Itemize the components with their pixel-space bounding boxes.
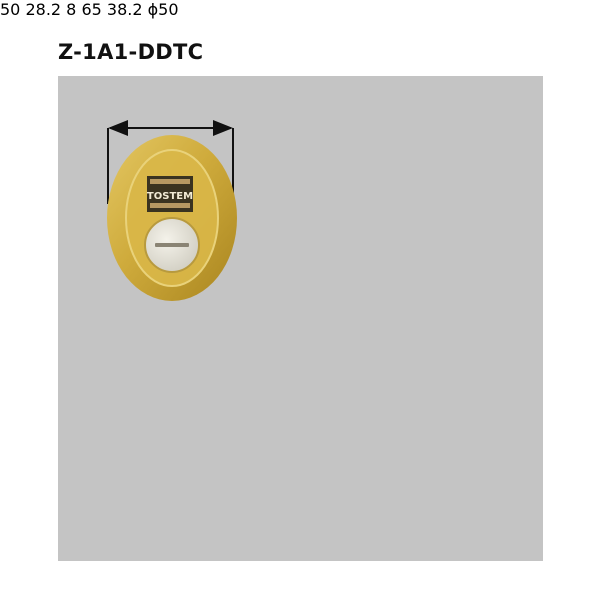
keyhole-slot-icon (155, 243, 189, 247)
dim-side-depth-top: 28.2 (25, 0, 62, 19)
dim-height: 65 (81, 0, 102, 19)
dim-side-protrusion: 8 (66, 0, 77, 19)
dim-front-width: 50 (0, 0, 21, 19)
product-title: Z-1A1-DDTC (58, 40, 204, 64)
brand-plate-text: TOSTEM (147, 191, 193, 202)
dim-round-diameter: ϕ50 (147, 0, 179, 19)
dim-side-depth-total: 38.2 (106, 0, 143, 19)
oval-cylinder-front-view: TOSTEM (107, 120, 237, 301)
